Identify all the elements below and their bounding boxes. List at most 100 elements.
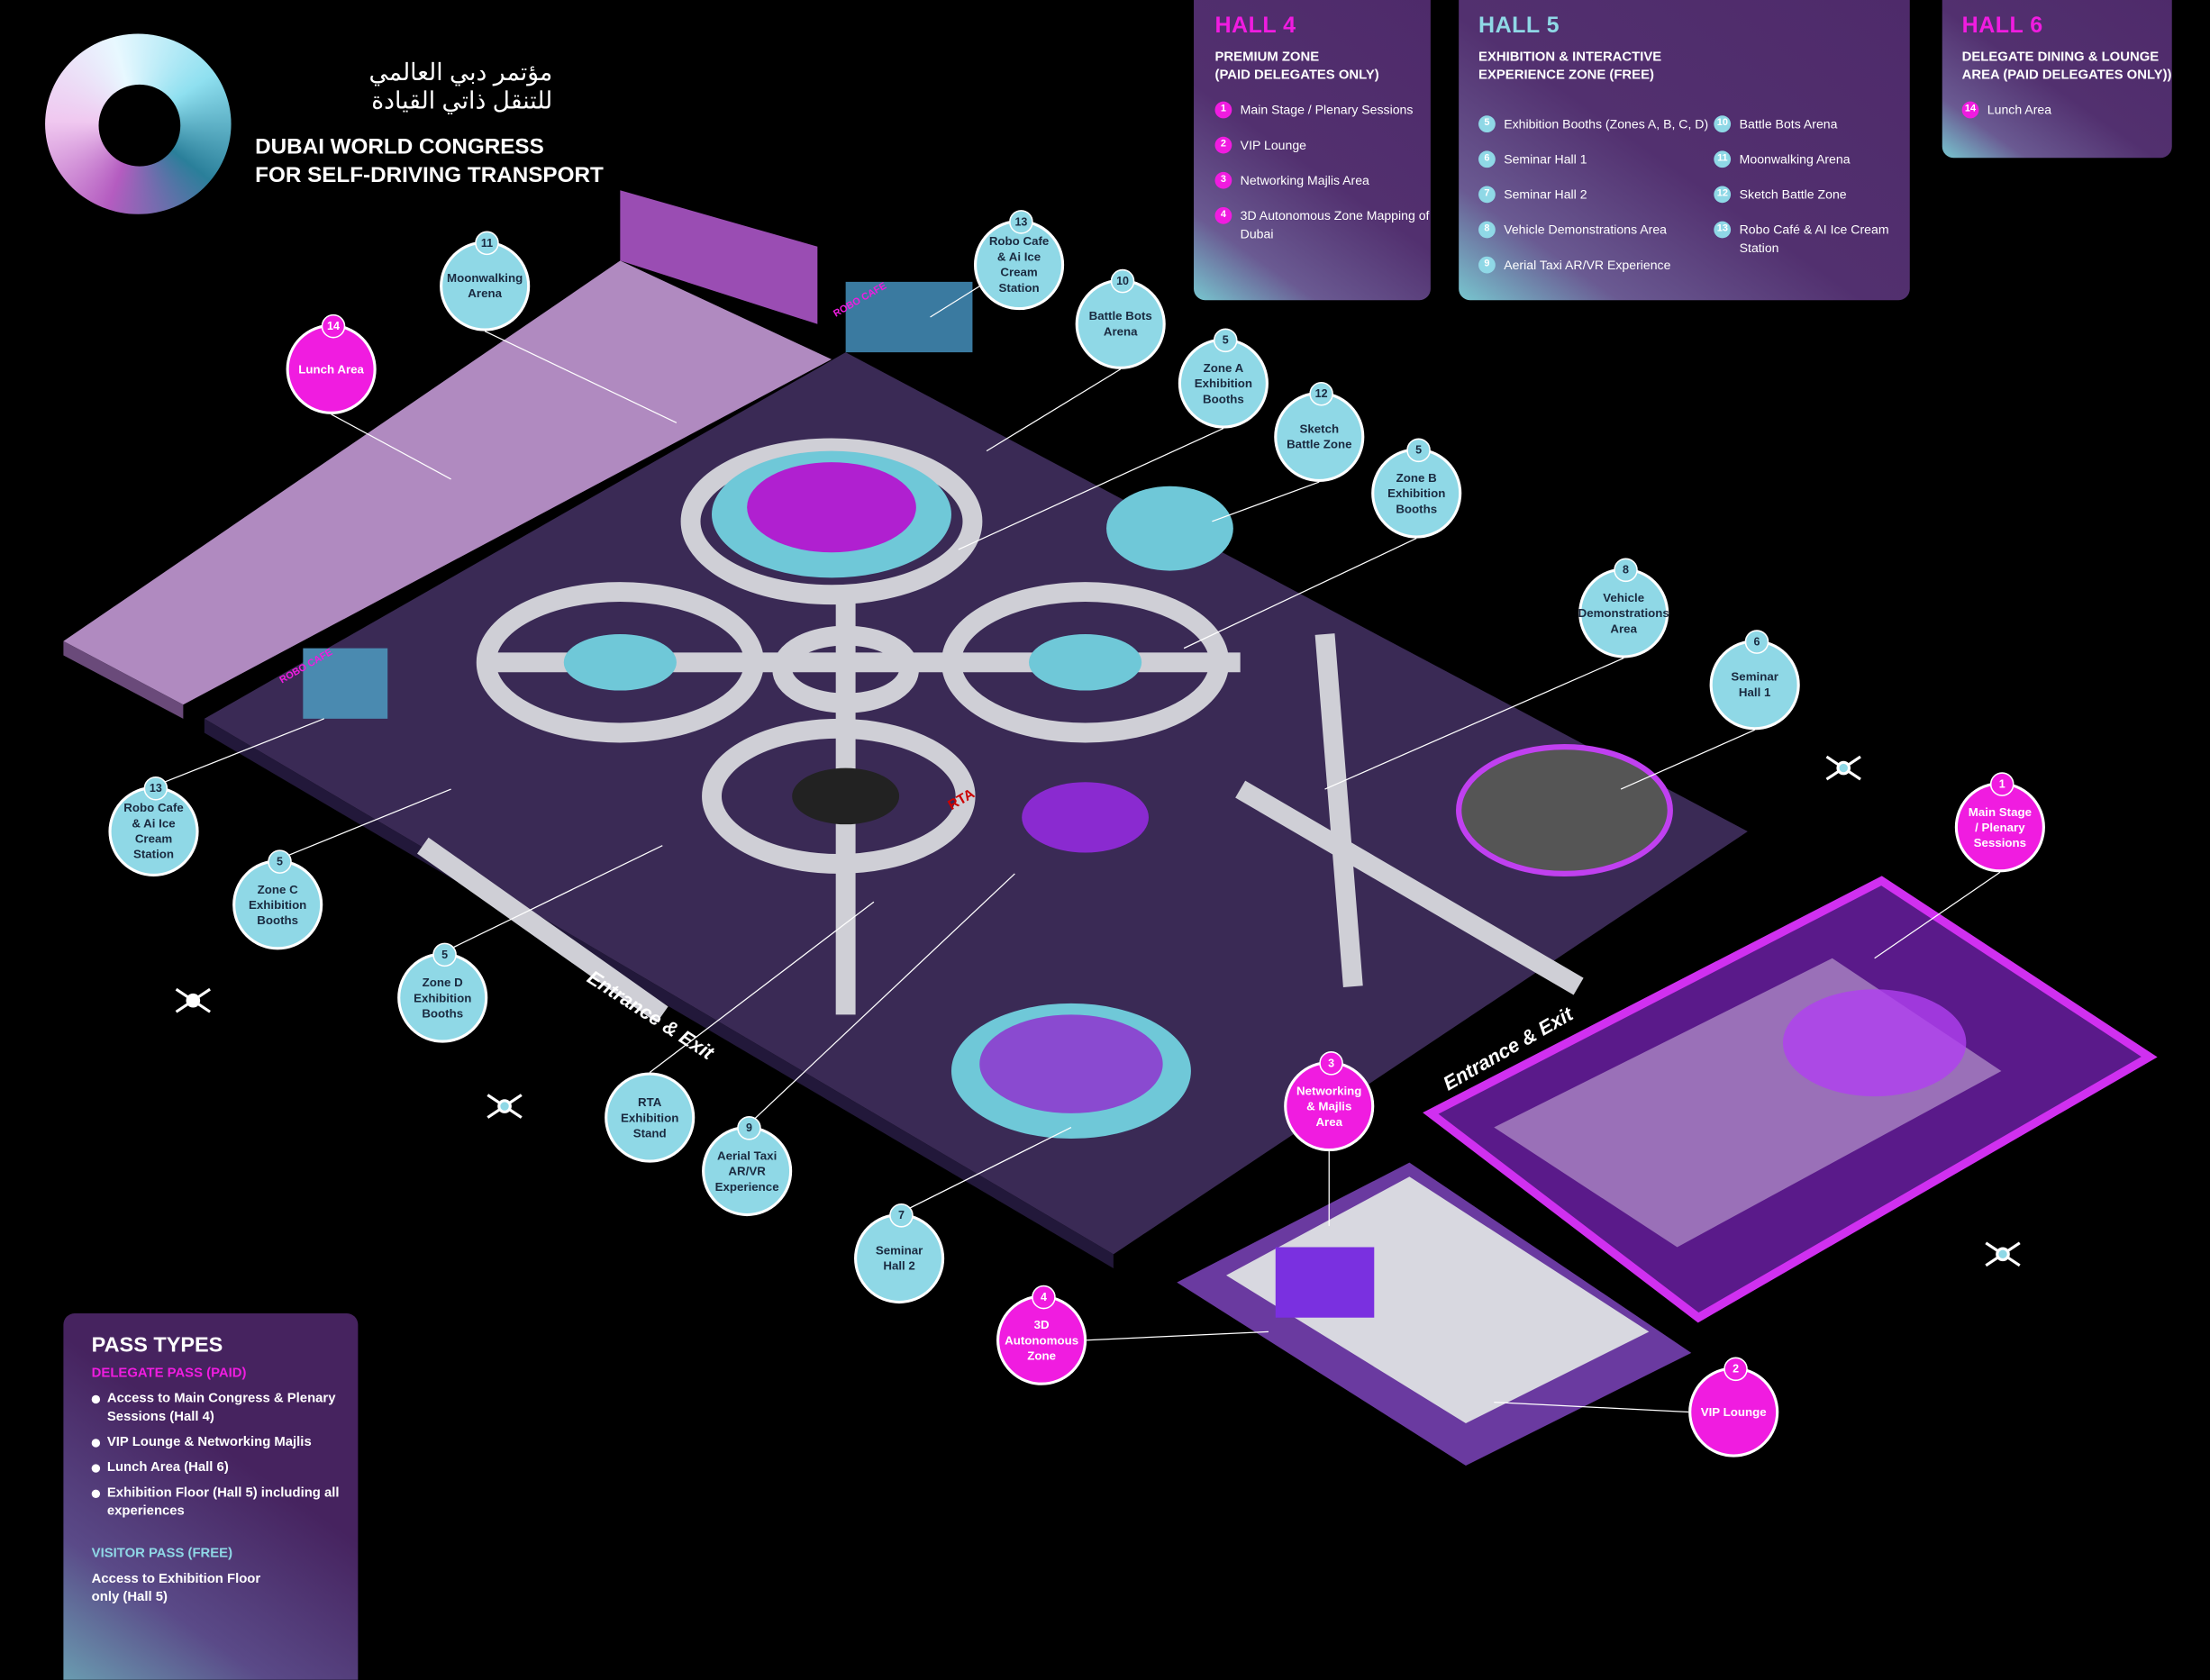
callout-number-badge: 5 — [268, 849, 292, 874]
callout-label: VIP Lounge — [1700, 1403, 1767, 1419]
callout-label: Main Stage / Plenary Sessions — [1968, 804, 2032, 849]
callout-3d-autonomous-zone: 4 3D Autonomous Zone — [996, 1285, 1087, 1385]
callout-number-badge: 2 — [1723, 1357, 1748, 1382]
callout-label: Zone D Exhibition Booths — [414, 974, 472, 1020]
visitor-pass-label: VISITOR PASS (FREE) — [91, 1546, 233, 1562]
legend-label: Lunch Area — [1987, 103, 2052, 117]
main-stage — [1782, 989, 1967, 1097]
callout-label: Networking & Majlis Area — [1296, 1083, 1362, 1129]
callout-label: Moonwalking Arena — [447, 270, 523, 301]
legend-item: 11 Moonwalking Arena — [1714, 150, 1909, 168]
legend-number-badge: 7 — [1478, 186, 1496, 204]
logo-title-line2: FOR SELF-DRIVING TRANSPORT — [255, 163, 604, 188]
legend-number-badge: 3 — [1214, 171, 1232, 189]
callout-label: Robo Cafe & Ai Ice Cream Station — [988, 233, 1050, 295]
callout-label: Seminar Hall 1 — [1731, 669, 1778, 699]
legend-number-badge: 13 — [1714, 221, 1732, 239]
logo-ring-icon — [45, 33, 232, 214]
legend-label: Battle Bots Arena — [1739, 116, 1838, 132]
legend-number-badge: 6 — [1478, 150, 1496, 168]
delegate-pass-item: Exhibition Floor (Hall 5) including all … — [91, 1484, 359, 1521]
hall-5-title: HALL 5 — [1478, 14, 1560, 39]
legend-item: 4 3D Autonomous Zone Mapping of Dubai — [1214, 206, 1431, 244]
hall-5-floor — [204, 352, 1748, 1255]
callout-label: Robo Cafe & Ai Ice Cream Station — [123, 800, 184, 861]
delegate-pass-item: Access to Main Congress & Plenary Sessio… — [91, 1389, 359, 1426]
callout-number-badge: 12 — [1309, 381, 1333, 406]
delegate-pass-item: Lunch Area (Hall 6) — [91, 1458, 359, 1476]
callout-label: 3D Autonomous Zone — [1005, 1316, 1079, 1362]
legend-item: 9 Aerial Taxi AR/VR Experience — [1478, 256, 1714, 275]
legend-label: Networking Majlis Area — [1240, 173, 1369, 188]
legend-number-badge: 11 — [1714, 150, 1732, 168]
callout-number-badge: 5 — [1406, 438, 1431, 463]
callout-number-badge: 4 — [1032, 1285, 1056, 1310]
callout-number-badge: 7 — [889, 1203, 914, 1228]
legend-label: 3D Autonomous Zone Mapping of Dubai — [1240, 208, 1430, 241]
legend-number-badge: 2 — [1214, 136, 1232, 154]
callout-label: Vehicle Demonstrations Area — [1578, 589, 1669, 635]
callout-number-badge: 10 — [1110, 268, 1135, 294]
legend-label: Seminar Hall 1 — [1504, 151, 1587, 167]
callout-label: Zone C Exhibition Booths — [249, 881, 307, 927]
callout-number-badge: 14 — [321, 313, 346, 339]
logo-arabic-line1: مؤتمر دبي العالمي — [368, 59, 553, 86]
callout-label: RTA Exhibition Stand — [621, 1094, 679, 1140]
hall-4-subtitle: PREMIUM ZONE(PAID DELEGATES ONLY) — [1214, 49, 1379, 84]
legend-label: Seminar Hall 2 — [1504, 187, 1587, 202]
visitor-pass-text: Access to Exhibition Floor only (Hall 5) — [91, 1571, 261, 1605]
logo-arabic: مؤتمر دبي العالمي للتنقل ذاتي القيادة — [254, 59, 553, 116]
legend-label: Moonwalking Arena — [1739, 151, 1851, 167]
legend-label: Vehicle Demonstrations Area — [1504, 222, 1668, 237]
callout-number-badge: 6 — [1744, 630, 1769, 654]
legend-label: Exhibition Booths (Zones A, B, C, D) — [1504, 116, 1709, 132]
legend-number-badge: 9 — [1478, 256, 1496, 274]
logo-arabic-line2: للتنقل ذاتي القيادة — [371, 86, 553, 114]
callout-number-badge: 13 — [1009, 210, 1033, 234]
legend-item: 6 Seminar Hall 1 — [1478, 150, 1714, 168]
legend-label: Aerial Taxi AR/VR Experience — [1504, 258, 1671, 272]
legend-item: 12 Sketch Battle Zone — [1714, 186, 1909, 204]
legend-label: VIP Lounge — [1240, 138, 1307, 152]
callout-label: Lunch Area — [298, 361, 364, 376]
hall-6-floor — [63, 260, 832, 705]
hall-6-wall — [620, 190, 818, 324]
logo-title-line1: DUBAI WORLD CONGRESS — [255, 135, 544, 159]
legend-item: 14 Lunch Area — [1961, 101, 2172, 120]
legend-number-badge: 12 — [1714, 186, 1732, 204]
callout-label: Aerial Taxi AR/VR Experience — [714, 1148, 779, 1194]
legend-label: Robo Café & AI Ice Cream Station — [1739, 222, 1889, 256]
callout-number-badge: 13 — [143, 776, 168, 801]
drone-icons — [175, 755, 2021, 1267]
legend-label: Sketch Battle Zone — [1739, 187, 1847, 202]
legend-number-badge: 1 — [1214, 101, 1232, 119]
delegate-pass-label: DELEGATE PASS (PAID) — [91, 1365, 247, 1382]
pass-types-panel: PASS TYPES DELEGATE PASS (PAID) Access t… — [63, 1313, 359, 1680]
legend-number-badge: 14 — [1961, 101, 1979, 119]
delegate-pass-item: VIP Lounge & Networking Majlis — [91, 1433, 359, 1451]
leader-lines — [153, 281, 2001, 1413]
delegate-pass-list: Access to Main Congress & Plenary Sessio… — [91, 1389, 359, 1521]
callout-number-badge: 3 — [1319, 1051, 1343, 1076]
legend-item: 3 Networking Majlis Area — [1214, 171, 1431, 190]
callout-label: Battle Bots Arena — [1088, 308, 1152, 339]
legend-number-badge: 4 — [1214, 206, 1232, 224]
